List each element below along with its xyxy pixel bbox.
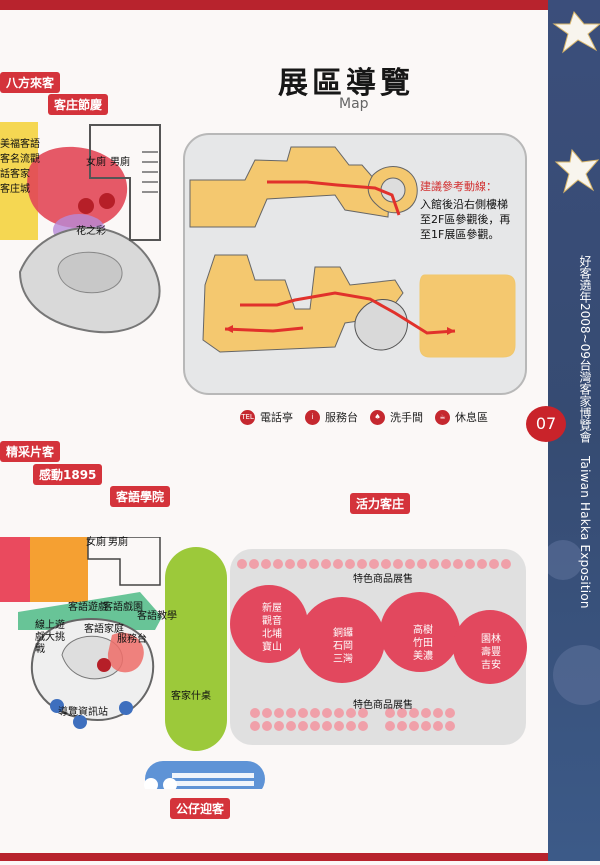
tag-gandong: 感動1895: [33, 464, 103, 485]
sidebar-chinese-title: 好客遶年2008~09台灣客家博覽會: [578, 255, 592, 443]
label-language-family: 客語家庭: [84, 624, 124, 635]
tag-bafang: 八方來客: [0, 72, 61, 93]
label-guide-station: 導覽資訊站: [58, 707, 108, 718]
legend-phone: TEL 電話亭: [240, 409, 293, 425]
tag-jingcai: 精采片客: [0, 441, 61, 462]
circle-3-label: 高樹竹田美濃: [413, 625, 433, 662]
floor2-left-label-1: 美福客語: [0, 139, 40, 150]
label-online-game: 線上遊戲大挑戰: [35, 620, 65, 655]
label-service-desk: 服務台: [117, 634, 147, 645]
route-map-panel: 建議參考動線： 入館後沿右側樓梯至2F區參觀後，再至1F展區參觀。: [183, 133, 527, 395]
flower-middle: [554, 148, 600, 194]
legend-service-label: 服務台: [325, 411, 358, 424]
floor2-left-label-2: 客名流觀: [0, 154, 40, 165]
bottom-border: [0, 853, 600, 861]
info-icon: i: [305, 409, 320, 425]
restroom-icon: ♠: [370, 409, 385, 425]
tag-vitality: 活力客庄: [350, 493, 411, 514]
hakka-table-area: [165, 547, 227, 751]
route-map-svg: [189, 146, 516, 358]
label-language-opera: 客語戲園: [103, 602, 143, 613]
legend-rest-label: 休息區: [455, 411, 488, 424]
floor1-men-label: 男廁: [108, 537, 128, 548]
tag-language-school: 客語學院: [110, 486, 171, 507]
floor2-women-label: 女廁: [86, 157, 106, 168]
page-title: 展區導覽: [278, 66, 414, 101]
phone-icon: TEL: [240, 409, 255, 425]
floor1-women-label: 女廁: [86, 537, 106, 548]
label-language-game: 客語遊戲: [68, 602, 108, 613]
circle-1-label: 新屋觀音北埔寶山: [262, 603, 282, 653]
legend-service: i 服務台: [305, 409, 358, 425]
label-hakka-table: 客家什桌: [171, 691, 211, 702]
floor1-service-area: [107, 632, 144, 673]
route-suggestion-text: 入館後沿右側樓梯至2F區參觀後，再至1F展區參觀。: [420, 198, 511, 241]
page-subtitle: Map: [339, 96, 369, 112]
route-line-return: [224, 326, 304, 333]
map-legend: TEL 電話亭 i 服務台 ♠ 洗手間 ☕ 休息區: [240, 409, 488, 425]
route-line-lower: [240, 291, 456, 335]
label-language-teaching: 客語教學: [137, 611, 177, 622]
yellow-hall-area: [419, 274, 516, 358]
circle-2-label: 銅鑼石岡三灣: [333, 628, 353, 665]
circle-4-label: 園林壽豐吉安: [481, 634, 501, 671]
label-special-products-top: 特色商品展售: [353, 574, 413, 585]
floor2-info-icon: [78, 198, 94, 214]
hakka-language-area: [18, 592, 162, 630]
route-suggestion-title: 建議參考動線：: [420, 180, 497, 193]
floor2-flower-label: 花之彩: [76, 226, 106, 237]
legend-restroom: ♠ 洗手間: [370, 409, 423, 425]
top-border: [0, 0, 600, 10]
tag-kezhuang-festival: 客庄節慶: [48, 94, 109, 115]
inner-circle: [57, 251, 123, 294]
flower-pattern: [543, 10, 600, 705]
floor2-plan: [0, 122, 161, 334]
flower-top: [552, 10, 600, 54]
floor2-left-label-3: 話客家: [0, 169, 30, 180]
legend-rest: ☕ 休息區: [435, 409, 488, 425]
floor1-plan: [0, 537, 527, 789]
route-line-upper: [267, 180, 401, 216]
legend-phone-label: 電話亭: [260, 411, 293, 424]
label-special-products-bottom: 特色商品展售: [353, 700, 413, 711]
lower-floor-plan: [202, 254, 404, 353]
right-sidebar: 好客遶年2008~09台灣客家博覽會 Taiwan Hakka Expositi…: [543, 0, 600, 861]
legend-restroom-label: 洗手間: [390, 411, 423, 424]
rest-area-icon: ☕: [435, 409, 450, 425]
route-arrow-left: [225, 325, 233, 333]
floor2-restroom-outline: [89, 124, 161, 241]
tag-doll-welcome: 公仔迎客: [170, 798, 231, 819]
floor2-restroom-icon: [99, 193, 115, 209]
floor2-men-label: 男廁: [110, 157, 130, 168]
red-exhibit-area: [27, 146, 128, 229]
jingcai-area: [0, 537, 30, 602]
gandong-area: [30, 537, 88, 602]
route-arrow-right: [447, 327, 455, 335]
page-number-badge: 07: [526, 406, 566, 442]
sidebar-english-title: Taiwan Hakka Exposition: [578, 456, 592, 609]
floor2-left-label-4: 客庄城: [0, 184, 30, 195]
floor1-restroom-outline: [87, 537, 161, 586]
